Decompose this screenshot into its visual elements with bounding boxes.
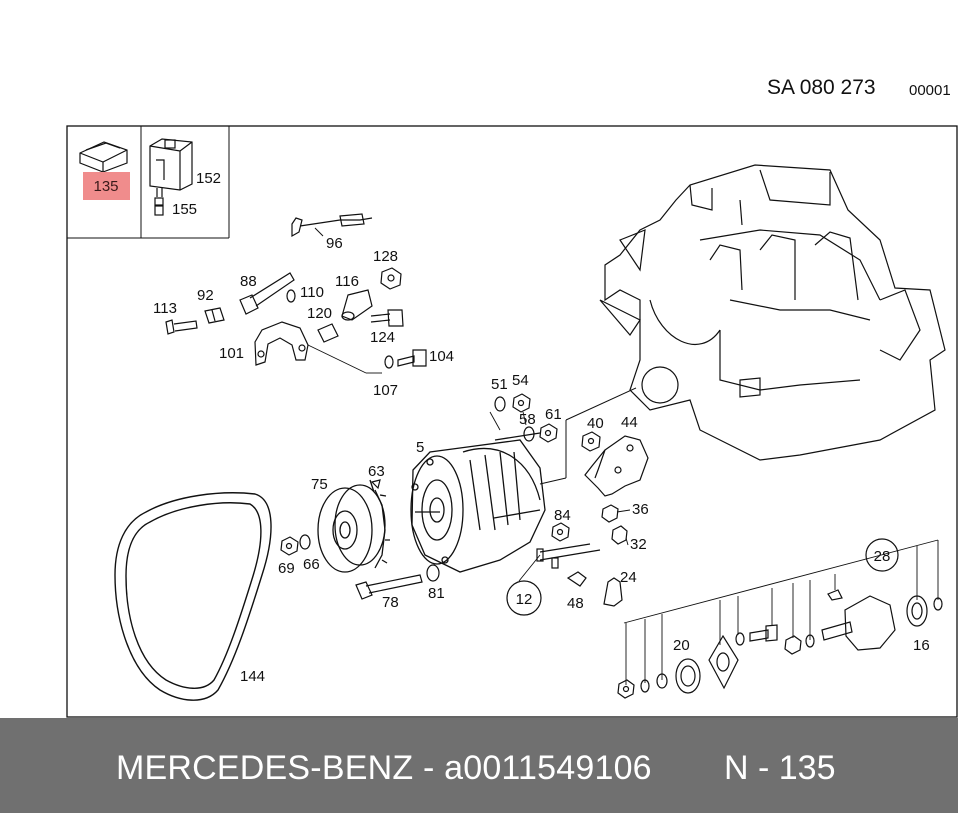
callout-40: 40 <box>587 415 604 432</box>
callout-28: 28 <box>874 548 891 565</box>
callout-48: 48 <box>567 595 584 612</box>
callout-5: 5 <box>416 439 424 456</box>
tension-bracket-101 <box>254 321 309 366</box>
bolt-78 <box>355 574 423 600</box>
callout-124: 124 <box>370 329 395 346</box>
washer-66 <box>299 534 311 550</box>
nut-128 <box>380 267 402 290</box>
bolt-113 <box>165 319 198 335</box>
callout-81: 81 <box>428 585 445 602</box>
callout-58: 58 <box>519 411 536 428</box>
callout-circle-28 <box>865 538 899 572</box>
diagram-page-number: 00001 <box>909 82 951 99</box>
legend-label-155: 155 <box>172 201 197 218</box>
callout-128: 128 <box>373 248 398 265</box>
diagram-code: SA 080 273 <box>767 76 876 99</box>
callout-20: 20 <box>673 637 690 654</box>
callout-12: 12 <box>516 591 533 608</box>
callout-69: 69 <box>278 560 295 577</box>
callout-32: 32 <box>630 536 647 553</box>
callout-61: 61 <box>545 406 562 423</box>
pump-leader-lines <box>623 539 939 685</box>
sleeve-116 <box>341 289 373 321</box>
callout-96: 96 <box>326 235 343 252</box>
legend-label-152: 152 <box>196 170 221 187</box>
pulley-75 <box>317 479 390 573</box>
washer-81 <box>426 564 440 582</box>
footer-part-number: MERCEDES-BENZ - a0011549106 <box>116 749 652 787</box>
mounting-bracket-44 <box>584 435 649 497</box>
highlighted-part-box[interactable] <box>83 172 130 200</box>
bolt-104 <box>397 349 427 367</box>
washer-110 <box>286 289 296 303</box>
callout-88: 88 <box>240 273 257 290</box>
clip-24 <box>603 577 623 607</box>
adjusting-bolt-88 <box>239 272 295 315</box>
footer-reference: N - 135 <box>724 749 836 787</box>
callout-66: 66 <box>303 556 320 573</box>
clamp-120 <box>317 323 339 343</box>
nut-69 <box>280 536 299 556</box>
callout-92: 92 <box>197 287 214 304</box>
bolt-124 <box>370 309 404 327</box>
callout-144: 144 <box>240 668 265 685</box>
engine-leader <box>565 387 637 421</box>
callout-107: 107 <box>373 382 398 399</box>
callout-101: 101 <box>219 345 244 362</box>
callout-54: 54 <box>512 372 529 389</box>
callout-84: 84 <box>554 507 571 524</box>
callout-36: 36 <box>632 501 649 518</box>
highlighted-part-number: 135 <box>93 178 118 195</box>
ground-wire-96 <box>291 213 373 238</box>
callout-78: 78 <box>382 594 399 611</box>
alternator-5 <box>410 432 546 573</box>
fan-clip-63 <box>370 479 381 490</box>
callout-24: 24 <box>620 569 637 586</box>
wire-harness <box>536 543 601 587</box>
callout-75: 75 <box>311 476 328 493</box>
callout-113: 113 <box>153 300 177 317</box>
spacer-92 <box>204 307 225 324</box>
callout-63: 63 <box>368 463 385 480</box>
callout-110: 110 <box>300 284 324 301</box>
water-pump-parts <box>617 589 943 699</box>
callout-120: 120 <box>307 305 332 322</box>
v-belt-144 <box>114 492 272 701</box>
washer-107 <box>384 355 394 369</box>
callout-circle-12 <box>506 580 542 616</box>
relay-box-icon <box>149 138 193 216</box>
callout-51: 51 <box>491 376 508 393</box>
callout-116: 116 <box>335 273 359 290</box>
callout-16: 16 <box>913 637 930 654</box>
footer-bar: MERCEDES-BENZ - a0011549106 N - 135 <box>0 718 958 813</box>
small-hardware-group <box>494 393 628 545</box>
callout-104: 104 <box>429 348 454 365</box>
diagram-frame <box>66 125 958 718</box>
callout-44: 44 <box>621 414 638 431</box>
bracket-icon <box>79 141 128 173</box>
engine-block <box>599 164 946 461</box>
